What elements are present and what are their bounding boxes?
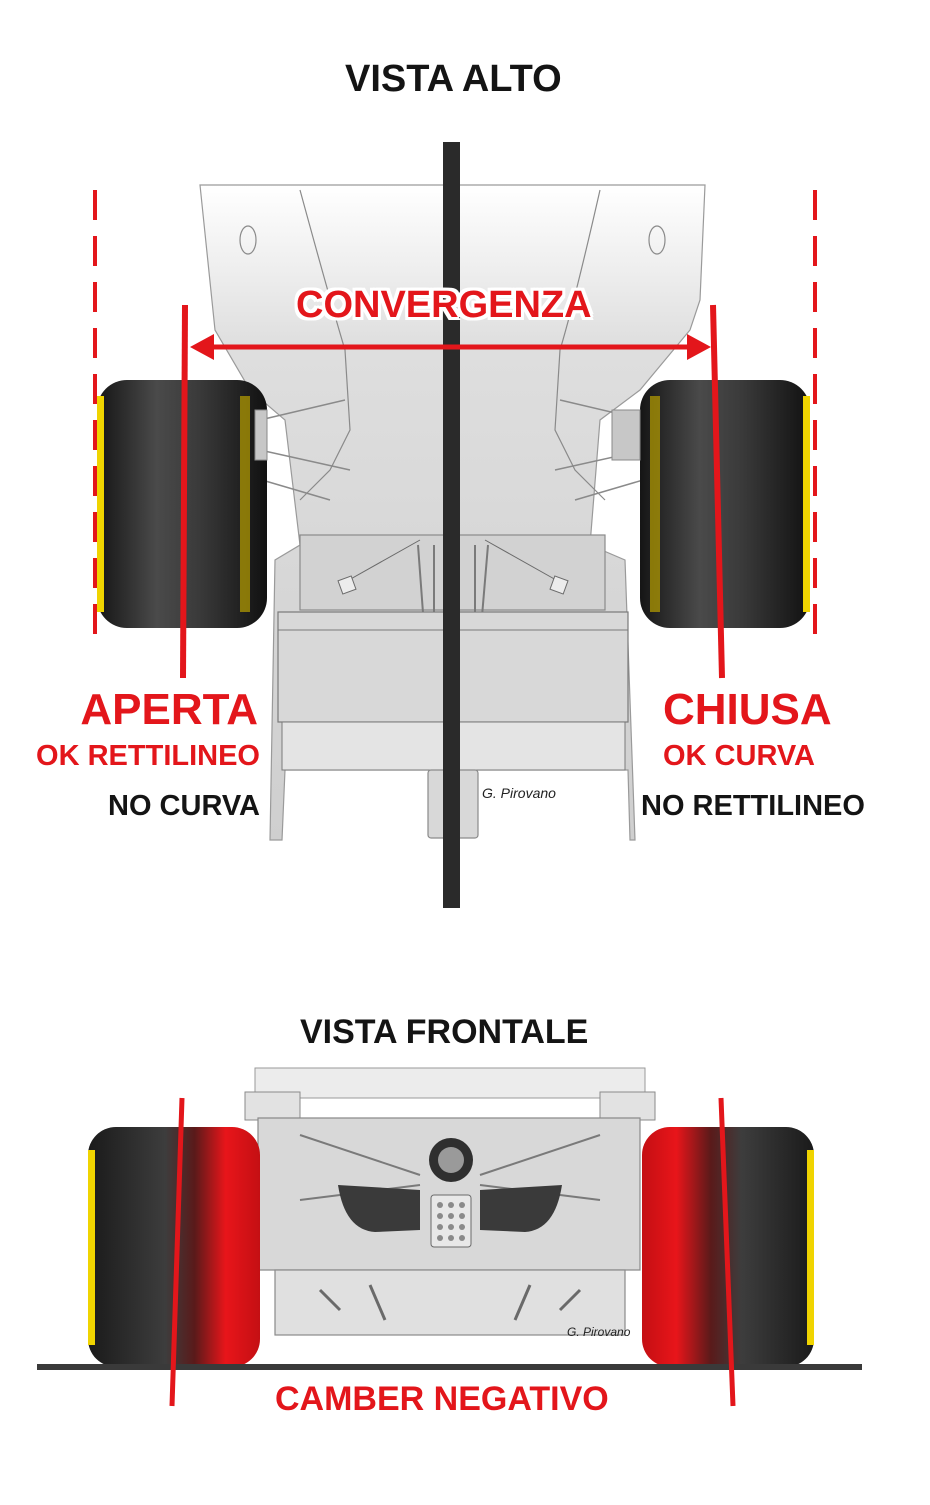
top-view-title: VISTA ALTO [345,58,562,100]
left-good-label: OK RETTILINEO [36,740,260,772]
left-bad-label: NO CURVA [108,790,260,822]
right-toe-line [710,304,725,679]
left-heading: APERTA [80,685,258,734]
convergence-arrow [190,334,711,360]
front-left-tyre [88,1127,260,1367]
centre-line [443,142,460,908]
front-view-car [244,1067,656,1336]
right-camber-line [718,1097,736,1407]
top-right-tyre [611,380,810,628]
right-bad-label: NO RETTILINEO [641,790,865,822]
top-view-credit: G. Pirovano [482,785,556,801]
left-camber-line [169,1097,185,1407]
front-view-title: VISTA FRONTALE [300,1013,589,1051]
convergence-label: CONVERGENZA [296,284,592,326]
right-good-label: OK CURVA [663,740,815,772]
right-heading: CHIUSA [663,685,832,734]
front-view-credit: G. Pirovano [567,1325,631,1339]
camber-label: CAMBER NEGATIVO [275,1380,609,1418]
left-toe-line [180,304,188,679]
ground-line [37,1364,862,1370]
